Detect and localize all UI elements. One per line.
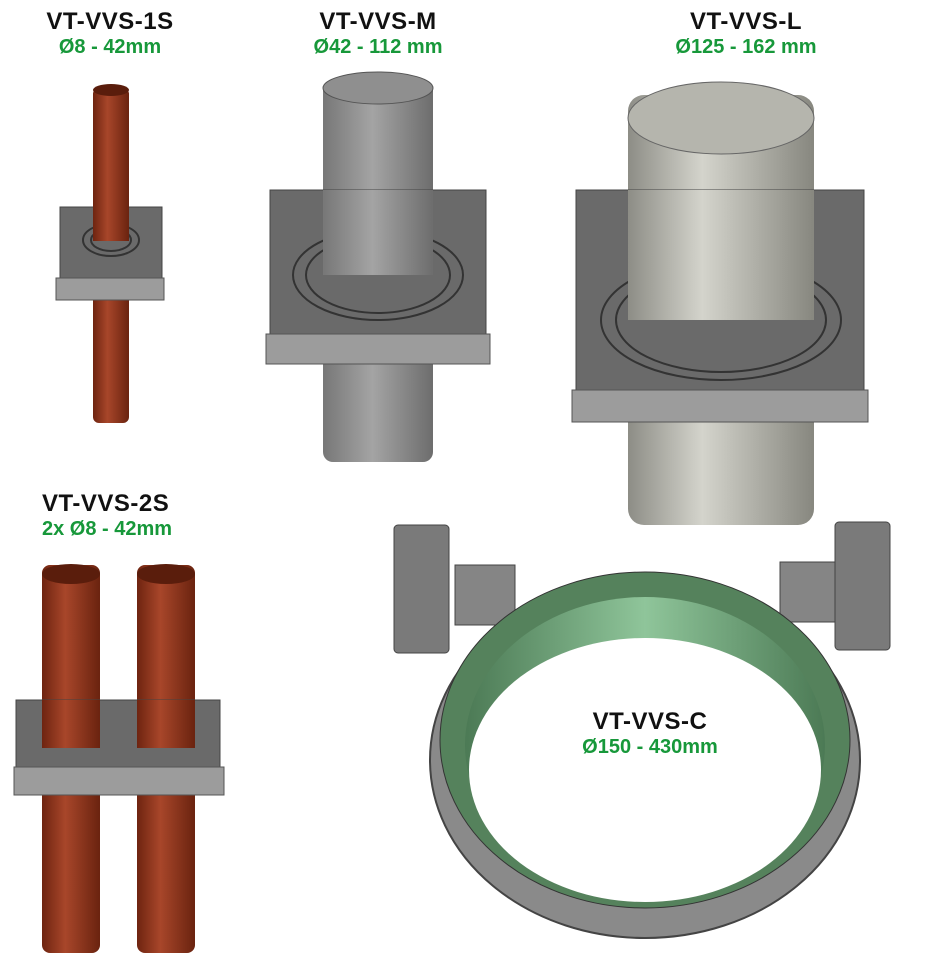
product-range: Ø150 - 430mm bbox=[582, 736, 718, 758]
product-name: VT-VVS-M bbox=[319, 8, 437, 35]
product-range: 2x Ø8 - 42mm bbox=[42, 518, 173, 540]
product-vt-vvs-2s: VT-VVS-2S 2x Ø8 - 42mm bbox=[42, 490, 172, 541]
vt-vvs-m-illustration bbox=[265, 71, 491, 462]
vt-vvs-l-illustration bbox=[571, 81, 869, 525]
vt-vvs-1s-illustration bbox=[55, 84, 165, 423]
product-vt-vvs-1s: VT-VVS-1S Ø8 - 42mm bbox=[10, 8, 210, 59]
product-name: VT-VVS-2S bbox=[42, 490, 170, 517]
product-vt-vvs-m: VT-VVS-M Ø42 - 112 mm bbox=[278, 8, 478, 59]
product-name: VT-VVS-L bbox=[689, 8, 802, 35]
product-range: Ø42 - 112 mm bbox=[313, 36, 443, 58]
vt-vvs-2s-illustration bbox=[13, 564, 225, 953]
product-vt-vvs-l: VT-VVS-L Ø125 - 162 mm bbox=[646, 8, 846, 59]
product-range: Ø8 - 42mm bbox=[58, 36, 162, 58]
product-name: VT-VVS-1S bbox=[46, 8, 174, 35]
product-name: VT-VVS-C bbox=[592, 708, 708, 735]
product-range: Ø125 - 162 mm bbox=[675, 36, 817, 58]
vt-vvs-c-illustration bbox=[393, 521, 891, 939]
product-vt-vvs-c: VT-VVS-C Ø150 - 430mm bbox=[550, 708, 750, 759]
